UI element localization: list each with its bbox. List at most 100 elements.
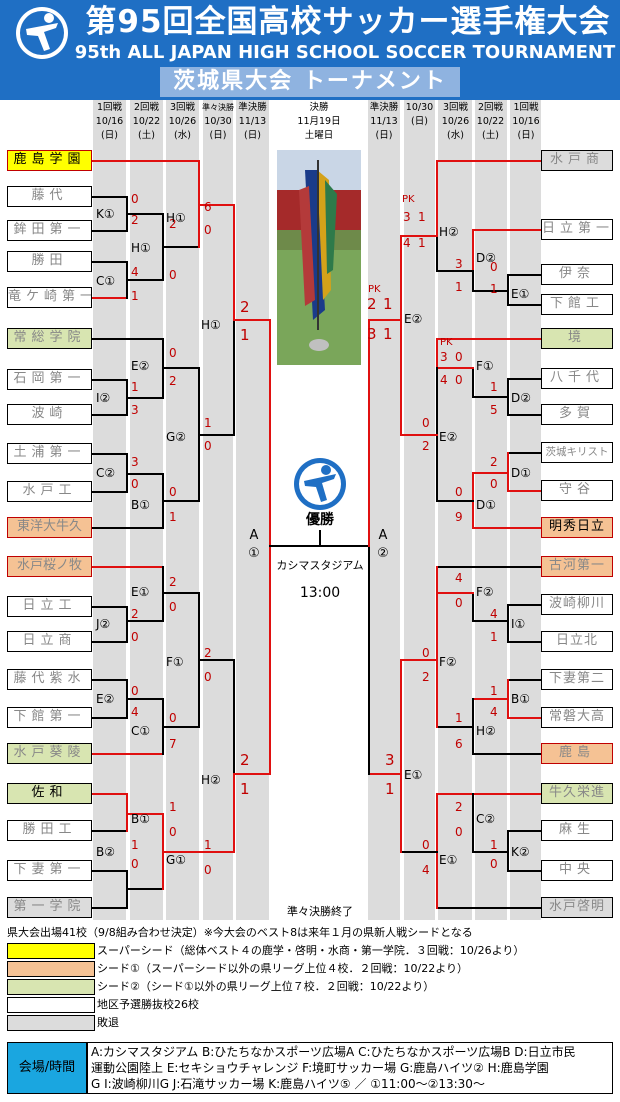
score: 1 (418, 210, 426, 224)
team-box: 日立工 (7, 596, 92, 617)
team-box: 日立商 (7, 631, 92, 652)
match-venue: H② (201, 773, 221, 787)
team-box: 常総学院 (7, 328, 92, 349)
match-venue: B① (131, 498, 150, 512)
champion-label: 優勝 (306, 512, 334, 528)
team-box: 茨城キリスト (541, 442, 613, 463)
round-column (236, 100, 269, 920)
team-box: 中央 (541, 860, 613, 881)
score: 0 (204, 670, 212, 684)
team-box: 勝田 (7, 251, 92, 272)
score: 1 (240, 780, 250, 798)
match-venue: H① (201, 318, 221, 332)
score: 1 (131, 838, 139, 852)
legend-text: スーパーシード（総体ベスト４の鹿学・啓明・水商・第一学院．３回戦：10/26より… (97, 944, 525, 957)
round-column (510, 100, 541, 920)
legend-swatch (7, 961, 95, 977)
score: 2 (131, 213, 139, 227)
match-venue: C① (96, 274, 116, 288)
legend-swatch (7, 1015, 95, 1031)
score: 6 (204, 200, 212, 214)
match-venue: I① (511, 617, 526, 631)
team-box: 水戸葵陵 (7, 743, 92, 764)
venue-list: A:カシマスタジアム B:ひたちなかスポーツ広場A C:ひたちなかスポーツ広場B… (87, 1042, 613, 1094)
score: 1 (490, 838, 498, 852)
match-venue: E① (511, 287, 530, 301)
score: 1 (131, 289, 139, 303)
team-box: 水戸商 (541, 150, 613, 171)
legend-swatch (7, 979, 95, 995)
score: 0 (455, 596, 463, 610)
score: 2 (131, 607, 139, 621)
team-box: 伊奈 (541, 264, 613, 285)
tournament-banner: 茨城県大会 トーナメント (160, 67, 460, 97)
legend-swatch (7, 997, 95, 1013)
score: 1 (455, 280, 463, 294)
match-venue: B① (511, 692, 530, 706)
score: 0 (169, 825, 177, 839)
score: 0 (490, 260, 498, 274)
round-column (475, 100, 507, 920)
score: 1 (240, 326, 250, 344)
team-box: 下妻第二 (541, 669, 613, 690)
team-box: 鹿島 (541, 743, 613, 764)
match-venue: D② (476, 251, 496, 265)
match-venue: E② (404, 312, 423, 326)
score: 2 (455, 800, 463, 814)
score: 0 (204, 439, 212, 453)
round-column (130, 100, 163, 920)
team-box: 牛久栄進 (541, 783, 613, 804)
score: 1 (131, 380, 139, 394)
score: 9 (455, 510, 463, 524)
score: 0 (131, 192, 139, 206)
score: 0 (131, 630, 139, 644)
score: 0 (455, 485, 463, 499)
score: 6 (455, 737, 463, 751)
match-venue: E② (439, 430, 458, 444)
team-box: 麻生 (541, 820, 613, 841)
round-column (438, 100, 472, 920)
pk-label: PK (368, 284, 381, 295)
score: 1 (455, 711, 463, 725)
team-box: 勝田工 (7, 820, 92, 841)
soccer-player-logo-icon (16, 7, 68, 59)
team-box: 第一学院 (7, 897, 92, 918)
team-box: 八千代 (541, 368, 613, 389)
score: 0 (490, 857, 498, 871)
score: 0 (455, 350, 463, 364)
legend-text: シード①（スーパーシード以外の県リーグ上位４校．２回戦：10/22より） (97, 962, 469, 975)
match-venue: E① (404, 768, 423, 782)
score: 1 (385, 780, 395, 798)
tournament-title: 第95回全国高校サッカー選手権大会 (85, 4, 611, 40)
match-venue: H② (439, 225, 459, 239)
pk-label: PK (402, 194, 415, 205)
score: 0 (422, 416, 430, 430)
score: 2 (169, 575, 177, 589)
score: 1 (418, 236, 426, 250)
match-venue: H① (131, 241, 151, 255)
score: 5 (490, 403, 498, 417)
match-venue: K① (96, 207, 115, 221)
match-venue: E② (96, 692, 115, 706)
match-venue: H② (476, 724, 496, 738)
score: 1 (204, 838, 212, 852)
score: 1 (490, 282, 498, 296)
team-box: 水戸啓明 (541, 897, 613, 918)
match-venue: J② (96, 617, 111, 631)
team-box: 水戸工 (7, 481, 92, 502)
match-venue: E① (439, 853, 458, 867)
match-venue: C② (96, 466, 116, 480)
score: 4 (131, 265, 139, 279)
score: 0 (490, 477, 498, 491)
team-box: 水戸桜ノ牧 (7, 556, 92, 577)
score: 2 (490, 455, 498, 469)
score: 2 (240, 298, 250, 316)
champion-line (319, 530, 321, 545)
trophy-flags-photo (277, 150, 361, 365)
score: 1 (169, 510, 177, 524)
team-box: 日立第一 (541, 219, 613, 240)
